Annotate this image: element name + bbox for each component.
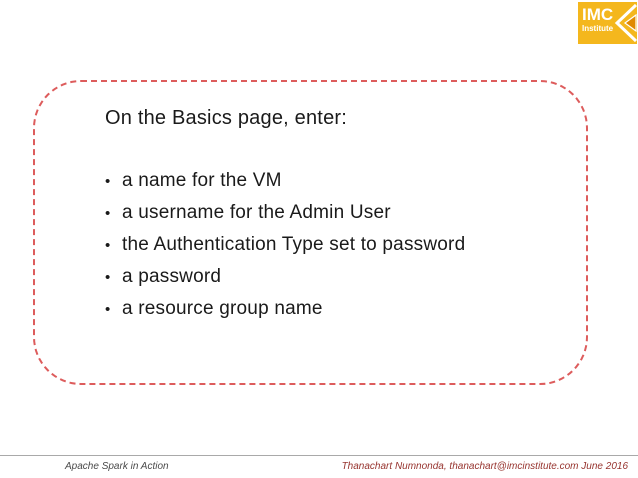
bullet-icon: • [105,237,111,254]
list-item: • a username for the Admin User [105,197,565,229]
imc-institute-logo: IMC Institute [578,2,637,44]
bullet-list: • a name for the VM • a username for the… [105,165,565,325]
bullet-icon: • [105,205,111,222]
footer-author-credit: Thanachart Numnonda, thanachart@imcinsti… [341,461,628,472]
logo-line2: Institute [582,24,614,33]
slide-title: On the Basics page, enter: [105,107,348,129]
list-item: • a password [105,261,565,293]
bullet-text: a password [122,266,222,287]
slide-content: On the Basics page, enter: • a name for … [105,103,565,325]
logo-text: IMC Institute [582,6,613,33]
footer-divider [0,455,638,456]
footer-book-title: Apache Spark in Action [65,461,169,472]
list-item: • a name for the VM [105,165,565,197]
bullet-icon: • [105,269,111,286]
dashed-border-box [33,80,588,385]
bullet-icon: • [105,173,111,190]
list-item: • the Authentication Type set to passwor… [105,229,565,261]
bullet-text: the Authentication Type set to password [122,234,466,255]
bullet-text: a username for the Admin User [122,202,391,223]
bullet-icon: • [105,301,111,318]
bullet-text: a resource group name [122,298,323,319]
bullet-text: a name for the VM [122,170,282,191]
logo-chevron-icon [578,2,637,44]
list-item: • a resource group name [105,293,565,325]
logo-line1: IMC [582,5,614,24]
